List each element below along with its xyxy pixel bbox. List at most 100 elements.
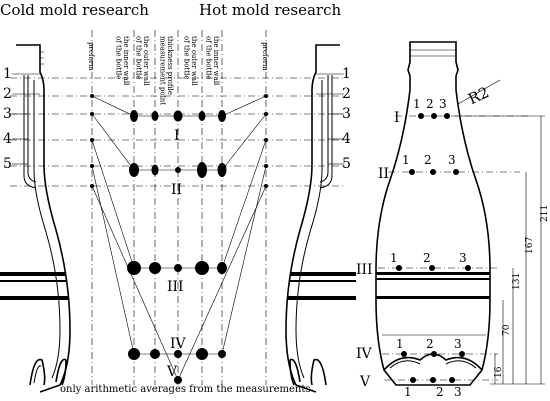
point-number-1: 1 xyxy=(396,337,404,351)
right-roman-3: III xyxy=(356,262,373,278)
measurement-dots xyxy=(90,94,268,384)
dimension-211: 211 xyxy=(540,205,550,222)
preform-dot xyxy=(90,94,94,98)
point-dot xyxy=(444,113,450,119)
left-number-1: 1 xyxy=(3,66,12,82)
preform-dot xyxy=(264,164,268,168)
right-number-2: 2 xyxy=(342,86,351,102)
wall-dot xyxy=(174,264,182,272)
wall-dot xyxy=(127,261,141,275)
point-number-1: 1 xyxy=(402,153,410,167)
point-dot xyxy=(430,377,436,383)
preform-dot xyxy=(90,184,94,188)
point-number-3: 3 xyxy=(448,153,456,167)
wall-dot xyxy=(217,163,227,177)
column-labels: preform the inner wall of the bottle the… xyxy=(87,36,269,105)
wall-dot xyxy=(151,164,159,176)
preform-dot xyxy=(90,112,94,116)
point-dot xyxy=(431,351,437,357)
preform-dot xyxy=(264,94,268,98)
col-label-outer-wall-left: the outer wall of the bottle xyxy=(135,36,151,88)
left-number-5: 5 xyxy=(3,156,12,172)
col-label-measurement-point: thickness profile measurement point xyxy=(159,36,175,105)
wall-dot xyxy=(197,162,207,178)
wall-dot xyxy=(217,262,227,274)
point-number-3: 3 xyxy=(439,97,447,111)
wall-dot xyxy=(128,348,140,360)
column-guides xyxy=(10,30,346,385)
right-numbers: 1 2 3 4 5 xyxy=(316,66,351,172)
right-roman-1: I xyxy=(394,110,400,126)
point-number-2: 2 xyxy=(424,153,432,167)
point-dot xyxy=(401,351,407,357)
center-romans: I II III IV V xyxy=(166,128,187,380)
point-dot xyxy=(459,351,465,357)
right-bottle: R2 211 167 131 70 16 I II III IV V 1 2 3 xyxy=(356,41,550,399)
left-numbers: 1 2 3 4 5 xyxy=(3,66,40,172)
col-label-inner-wall-left: the inner wall of the bottle xyxy=(115,36,131,88)
point-dot xyxy=(418,113,424,119)
preform-dot xyxy=(264,184,268,188)
point-number-2: 2 xyxy=(426,337,434,351)
point-dot xyxy=(453,169,459,175)
wall-dot xyxy=(174,376,182,384)
col-label-preform-right: preform xyxy=(261,42,269,71)
point-number-3: 3 xyxy=(454,337,462,351)
point-number-3: 3 xyxy=(459,251,467,265)
point-number-1: 1 xyxy=(404,385,412,399)
point-number-2: 2 xyxy=(423,251,431,265)
wall-dot xyxy=(218,350,226,358)
left-number-3: 3 xyxy=(3,106,12,122)
point-dot xyxy=(396,265,402,271)
preform-dot xyxy=(264,138,268,142)
left-bottle xyxy=(0,44,71,393)
center-roman-4: IV xyxy=(170,336,187,352)
point-dot xyxy=(409,169,415,175)
left-number-2: 2 xyxy=(3,86,12,102)
point-dot xyxy=(410,377,416,383)
footnote: only arithmetic averages from the measur… xyxy=(60,384,311,395)
col-label-outer-wall-right: the outer wall of the bottle xyxy=(183,36,199,88)
wall-dot xyxy=(130,110,138,122)
preform-dot xyxy=(90,138,94,142)
right-number-5: 5 xyxy=(342,156,351,172)
wall-dot xyxy=(150,349,160,359)
center-roman-2: II xyxy=(171,182,182,198)
right-number-1: 1 xyxy=(342,66,351,82)
point-dot xyxy=(465,265,471,271)
wall-dot xyxy=(174,350,182,358)
point-dot xyxy=(429,265,435,271)
right-roman-4: IV xyxy=(356,346,373,362)
point-number-1: 1 xyxy=(390,251,398,265)
center-roman-3: III xyxy=(167,279,184,295)
wall-dot xyxy=(129,163,139,177)
right-roman-2: II xyxy=(378,166,389,182)
wall-dot xyxy=(149,262,161,274)
wall-dot xyxy=(196,348,208,360)
right-number-4: 4 xyxy=(342,131,351,147)
dimension-131: 131 xyxy=(512,273,522,290)
left-number-4: 4 xyxy=(3,131,12,147)
point-dot xyxy=(430,169,436,175)
preform-dot xyxy=(90,164,94,168)
point-number-2: 2 xyxy=(426,97,434,111)
hot-mold-heading: Hot mold research xyxy=(199,1,341,19)
point-dot xyxy=(431,113,437,119)
dimension-70: 70 xyxy=(502,324,512,336)
wall-dot xyxy=(175,167,181,173)
right-roman-5: V xyxy=(359,374,371,390)
preform-dot xyxy=(264,112,268,116)
point-number-3: 3 xyxy=(454,385,462,399)
cold-mold-heading: Cold mold research xyxy=(0,1,149,19)
wall-dot xyxy=(195,261,209,275)
dimension-167: 167 xyxy=(525,237,535,254)
center-roman-1: I xyxy=(174,128,180,144)
col-label-preform-left: preform xyxy=(87,42,95,71)
point-number-2: 2 xyxy=(436,385,444,399)
wall-dot xyxy=(151,111,159,121)
wall-dot xyxy=(173,110,183,122)
dimension-16: 16 xyxy=(494,366,504,378)
col-label-inner-wall-right: the inner wall of the bottle xyxy=(205,36,221,88)
center-roman-5: V xyxy=(166,364,178,380)
